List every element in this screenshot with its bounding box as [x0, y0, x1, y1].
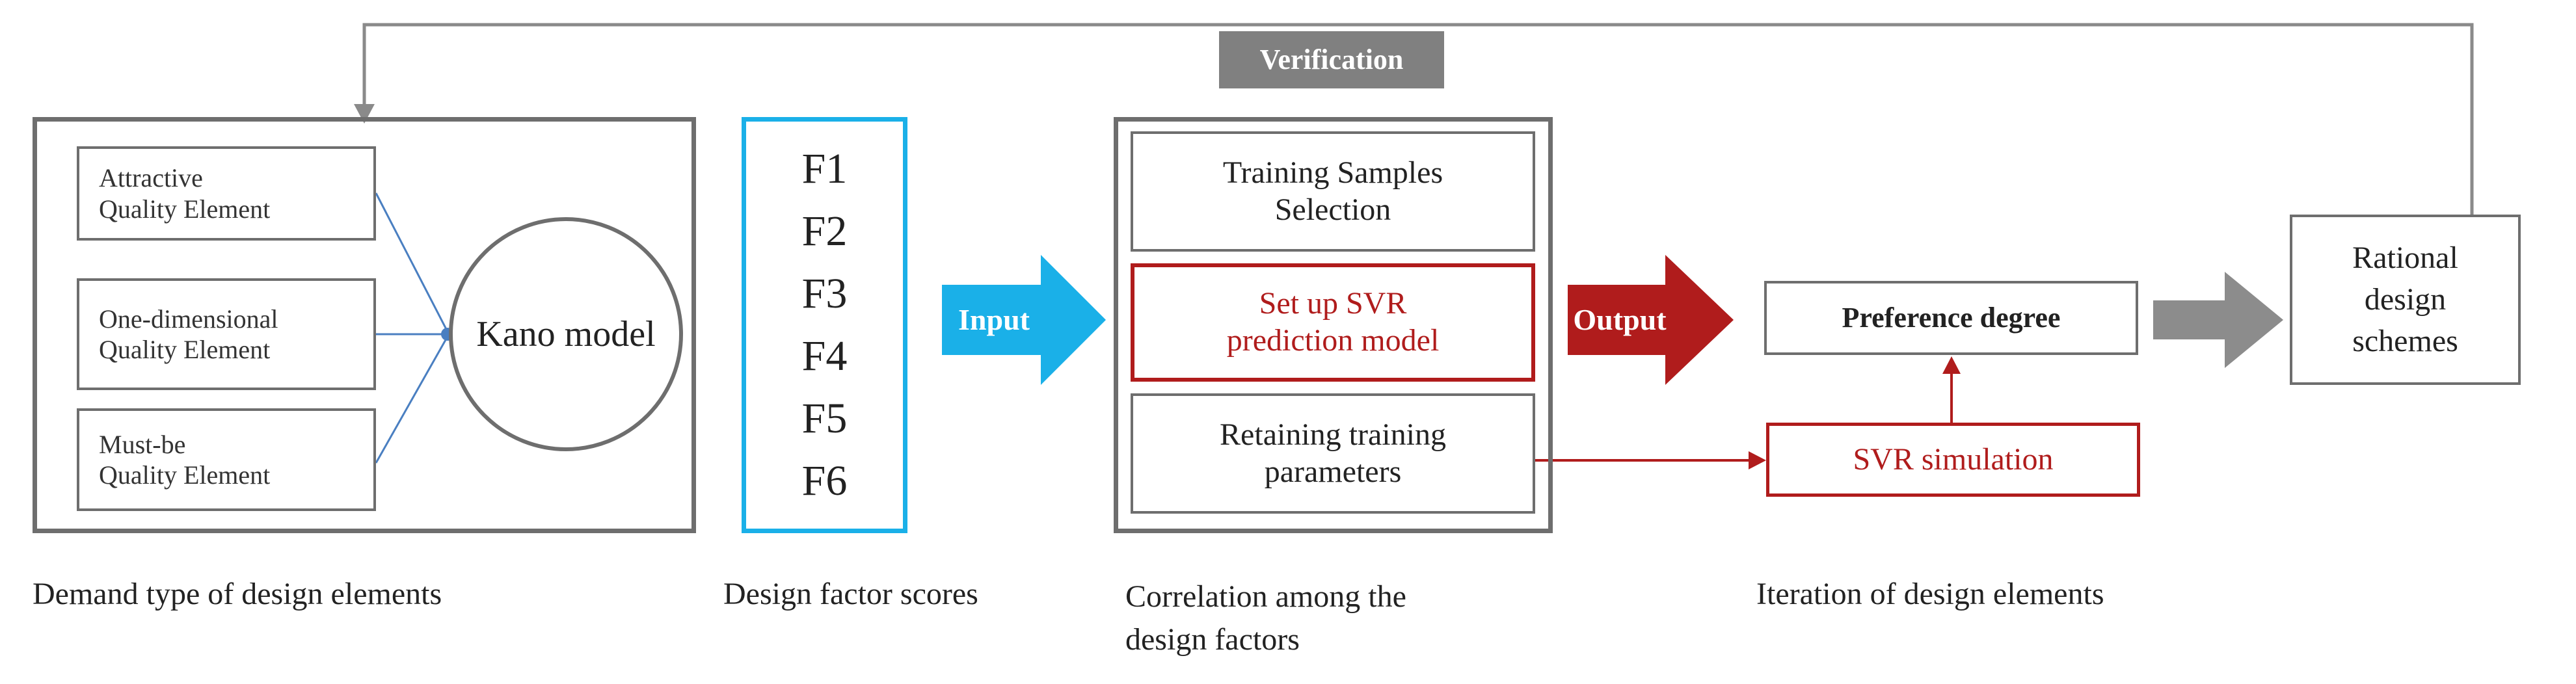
one-dim-line-2: Quality Element [99, 335, 271, 364]
correlation-panel [1114, 117, 1553, 533]
retaining-line-2: parameters [1264, 454, 1402, 489]
verification-arrowhead [354, 104, 375, 124]
correlation-caption-line-2: design factors [1125, 622, 1300, 657]
must-be-line-1: Must-be [99, 429, 186, 459]
attractive-line-1: Attractive [99, 163, 203, 193]
one-dimensional-element-label: One-dimensional Quality Element [77, 278, 376, 390]
training-samples-box: Training Samples Selection [1131, 131, 1535, 252]
correlation-caption: Correlation among the design factors [1125, 575, 1406, 661]
design-factors-panel [742, 117, 907, 533]
preference-arrowhead [1942, 356, 1961, 374]
demand-type-panel [33, 117, 696, 533]
iteration-caption: Iteration of design elements [1756, 577, 2104, 611]
must-be-line-2: Quality Element [99, 460, 271, 490]
rational-line-1: Rational [2352, 241, 2458, 275]
input-arrow [942, 255, 1106, 385]
factor-f6: F6 [801, 457, 848, 505]
design-factor-caption: Design factor scores [723, 577, 978, 611]
rational-design-box: Rational design schemes [2290, 215, 2521, 385]
must-be-to-kano-line [375, 334, 450, 464]
output-label: Output [1573, 302, 1667, 336]
attractive-to-kano-line [375, 192, 450, 335]
factor-f5: F5 [801, 395, 848, 442]
factor-f3: F3 [801, 270, 848, 317]
factor-f1: F1 [801, 145, 848, 192]
svr-sim-arrowhead [1749, 451, 1766, 469]
training-samples-line-1: Training Samples [1222, 155, 1443, 190]
retaining-line-1: Retaining training [1220, 417, 1446, 452]
one-dim-line-1: One-dimensional [99, 304, 278, 334]
attractive-line-2: Quality Element [99, 194, 271, 224]
preference-degree-box: Preference degree [1764, 281, 2138, 355]
output-arrow [1568, 255, 1734, 385]
correlation-caption-line-1: Correlation among the [1125, 579, 1406, 614]
factor-f4: F4 [801, 332, 848, 380]
svr-setup-line-1: Set up SVR [1259, 286, 1407, 321]
svr-setup-line-2: prediction model [1226, 323, 1440, 358]
one-dimensional-element-box [77, 278, 376, 390]
rational-line-2: design [2364, 282, 2447, 317]
demand-type-caption: Demand type of design elements [33, 577, 442, 611]
attractive-element-label: Attractive Quality Element [77, 146, 376, 241]
kano-model-circle: Kano model [449, 217, 683, 451]
retaining-parameters-box: Retaining training parameters [1131, 393, 1535, 514]
input-label: Input [958, 302, 1030, 336]
rational-line-3: schemes [2352, 324, 2458, 358]
must-be-element-box [77, 408, 376, 511]
training-samples-line-2: Selection [1274, 192, 1391, 227]
factor-f2: F2 [801, 207, 848, 255]
svr-simulation-box: SVR simulation [1766, 423, 2140, 497]
must-be-element-label: Must-be Quality Element [77, 408, 376, 511]
factor-list: F1 F2 F3 F4 F5 F6 [742, 138, 907, 512]
verification-label: Verification [1219, 31, 1444, 88]
verification-loop-line [362, 23, 2474, 215]
to-rational-arrow [2153, 272, 2283, 368]
attractive-element-box [77, 146, 376, 241]
svr-setup-box: Set up SVR prediction model [1131, 263, 1535, 382]
